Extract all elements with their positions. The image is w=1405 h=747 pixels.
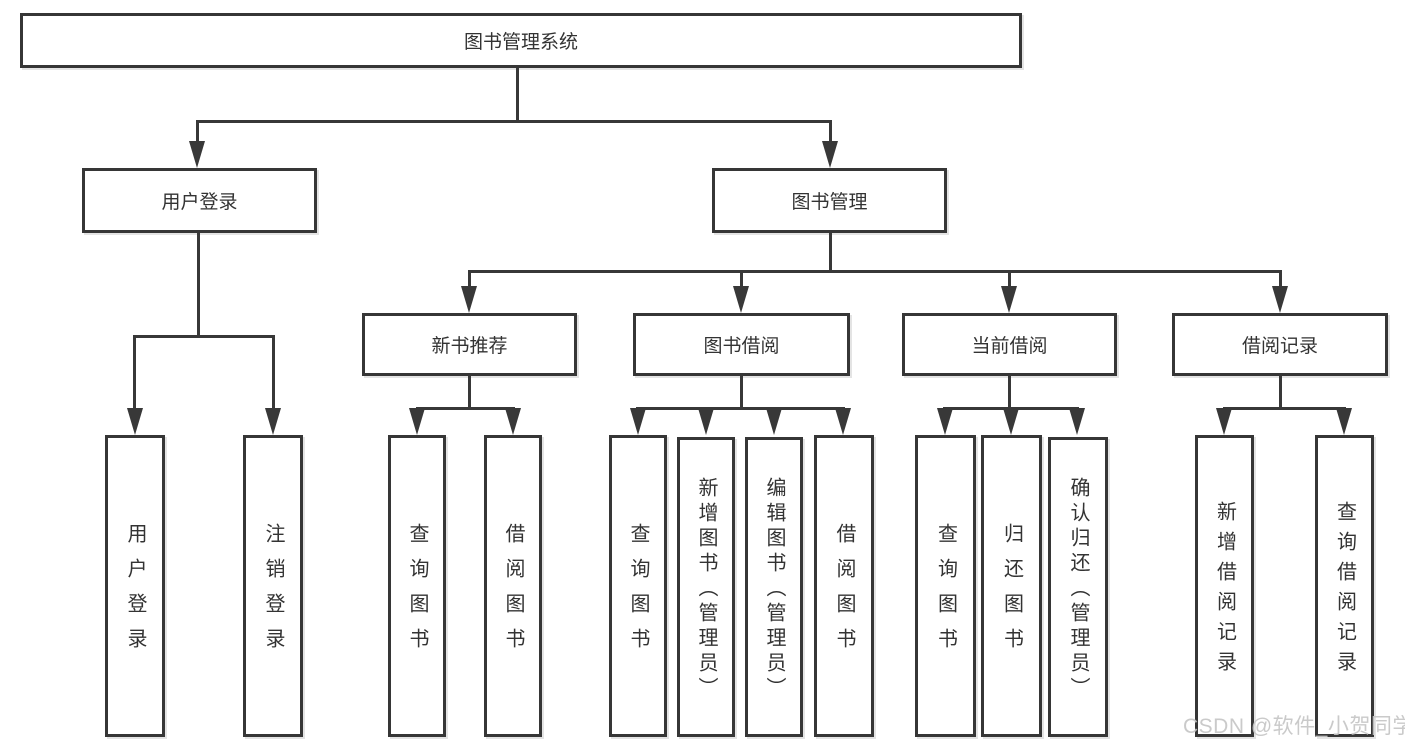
leaf-query-books-1: 查询图书 (388, 435, 446, 737)
connector-book-management-hline (468, 270, 1282, 273)
connector-stub-book-borrowing (740, 270, 743, 289)
node-book-borrowing: 图书借阅 (633, 313, 850, 376)
arrowhead-leaf-borrow-books-1 (505, 408, 521, 435)
arrowhead-book-management (822, 141, 838, 168)
connector-stub-leaf-user-login (133, 335, 136, 410)
arrowhead-leaf-add-record (1216, 408, 1232, 435)
leaf-add-books-admin: 新增图书（管理员） (677, 437, 735, 737)
arrowhead-book-borrowing (733, 286, 749, 313)
arrowhead-leaf-user-login (127, 408, 143, 435)
leaf-borrow-books-1: 借阅图书 (484, 435, 542, 737)
connector-new-book-recommend-stem (468, 376, 471, 409)
arrowhead-leaf-add-books (698, 408, 714, 435)
arrowhead-leaf-return-books (1003, 408, 1019, 435)
connector-book-borrowing-stem (740, 376, 743, 409)
connector-root-stem (516, 68, 519, 121)
leaf-return-books: 归还图书 (981, 435, 1042, 737)
node-user-login: 用户登录 (82, 168, 317, 233)
connector-book-borrowing-hline (636, 407, 845, 410)
arrowhead-leaf-confirm-return (1069, 408, 1085, 435)
arrowhead-user-login (189, 141, 205, 168)
connector-user-login-hline (133, 335, 275, 338)
leaf-query-books-3: 查询图书 (915, 435, 976, 737)
node-current-borrowing: 当前借阅 (902, 313, 1117, 376)
node-book-management-system: 图书管理系统 (20, 13, 1022, 68)
node-new-book-recommend: 新书推荐 (362, 313, 577, 376)
connector-current-borrowing-stem (1008, 376, 1011, 409)
arrowhead-leaf-logout (265, 408, 281, 435)
connector-stub-user-login (196, 120, 199, 144)
leaf-query-books-2: 查询图书 (609, 435, 667, 737)
leaf-user-login: 用户登录 (105, 435, 165, 737)
node-borrowing-records: 借阅记录 (1172, 313, 1388, 376)
connector-stub-new-book-recommend (468, 270, 471, 289)
connector-borrowing-records-hline (1223, 407, 1346, 410)
arrowhead-leaf-edit-books (766, 408, 782, 435)
connector-stub-leaf-logout (272, 335, 275, 410)
arrowhead-leaf-query-books-2 (630, 408, 646, 435)
arrowhead-leaf-query-record (1336, 408, 1352, 435)
connector-borrowing-records-stem (1279, 376, 1282, 409)
leaf-logout-login: 注销登录 (243, 435, 303, 737)
connector-book-management-stem (829, 233, 832, 272)
connector-user-login-stem (197, 233, 200, 337)
leaf-add-borrow-record: 新增借阅记录 (1195, 435, 1254, 737)
leaf-confirm-return-admin: 确认归还（管理员） (1048, 437, 1108, 737)
connector-stub-current-borrowing (1008, 270, 1011, 289)
connector-new-book-recommend-hline (416, 407, 515, 410)
leaf-borrow-books-2: 借阅图书 (814, 435, 874, 737)
arrowhead-leaf-borrow-books-2 (835, 408, 851, 435)
connector-stub-borrowing-records (1279, 270, 1282, 289)
arrowhead-leaf-query-books-1 (409, 408, 425, 435)
leaf-edit-books-admin: 编辑图书（管理员） (745, 437, 803, 737)
connector-stub-book-management (829, 120, 832, 144)
leaf-query-borrow-record: 查询借阅记录 (1315, 435, 1374, 737)
watermark-text: CSDN @软件_小贺同学 (1183, 715, 1405, 738)
arrowhead-leaf-query-books-3 (937, 408, 953, 435)
node-book-management: 图书管理 (712, 168, 947, 233)
arrowhead-borrowing-records (1272, 286, 1288, 313)
connector-root-hline (196, 120, 832, 123)
arrowhead-current-borrowing (1001, 286, 1017, 313)
arrowhead-new-book-recommend (461, 286, 477, 313)
